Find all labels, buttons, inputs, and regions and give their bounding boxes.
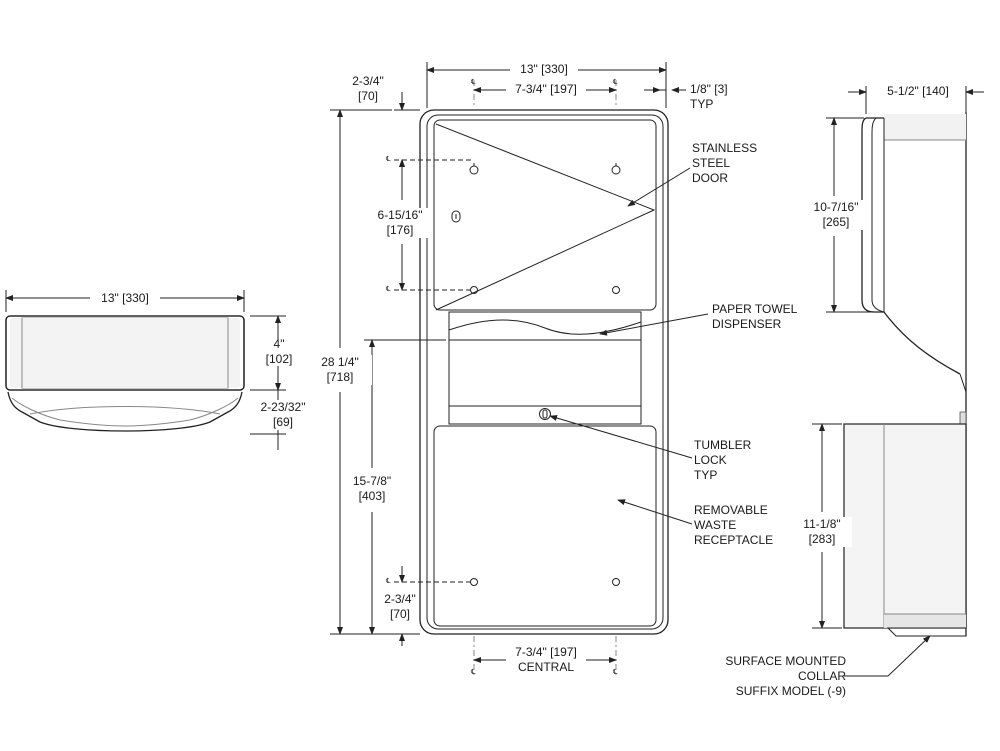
receptacle-lock-icon [539, 408, 551, 420]
callout-lock: TUMBLER LOCK TYP [694, 438, 752, 482]
centerline-symbol: ℄ [613, 668, 618, 676]
front-bottom-offset: 2-3/4" [70] [384, 592, 416, 621]
door-lock-icon [451, 210, 461, 223]
front-bolt-spacing-bottom: 7-3/4" [197] CENTRAL [515, 645, 577, 674]
front-edge-label: 1/8" [3] TYP [690, 82, 728, 111]
top-width-label: 13" [330] [101, 291, 149, 305]
centerline-symbol: ℄ [386, 577, 391, 585]
top-view [5, 290, 286, 450]
centerline-symbol: ℄ [471, 78, 476, 86]
centerline-symbol: ℄ [471, 668, 476, 676]
top-lip-label: 2-23/32" [69] [260, 400, 306, 429]
callout-collar: SURFACE MOUNTED COLLAR SUFFIX MODEL (-9) [725, 654, 846, 698]
centerline-symbol: ℄ [613, 78, 618, 86]
centerline-symbol: ℄ [386, 285, 391, 293]
front-overall-height: 28 1/4" [718] [308, 355, 372, 385]
callout-dispenser: PAPER TOWEL DISPENSER [712, 302, 798, 331]
side-door-height: 10-7/16" [265] [806, 200, 866, 230]
top-depth-label: 4" [102] [265, 337, 293, 366]
centerline-symbol: ℄ [386, 155, 391, 163]
callout-leaders [549, 167, 931, 677]
side-receptacle-height: 11-1/8" [283] [792, 517, 852, 547]
side-view [812, 86, 984, 637]
front-lower-height: 15-7/8" [403] [344, 474, 400, 504]
front-width-label: 13" [330] [520, 62, 568, 76]
front-view [330, 62, 686, 676]
front-top-offset: 2-3/4" [70] [352, 74, 384, 103]
callout-receptacle: REMOVABLE WASTE RECEPTACLE [694, 503, 774, 547]
callout-door: STAINLESS STEEL DOOR [692, 141, 758, 185]
front-upper-spacing: 6-15/16" [176] [370, 208, 430, 238]
side-depth-label: 5-1/2" [140] [887, 84, 949, 98]
front-bolt-spacing-top: 7-3/4" [197] [515, 82, 577, 96]
